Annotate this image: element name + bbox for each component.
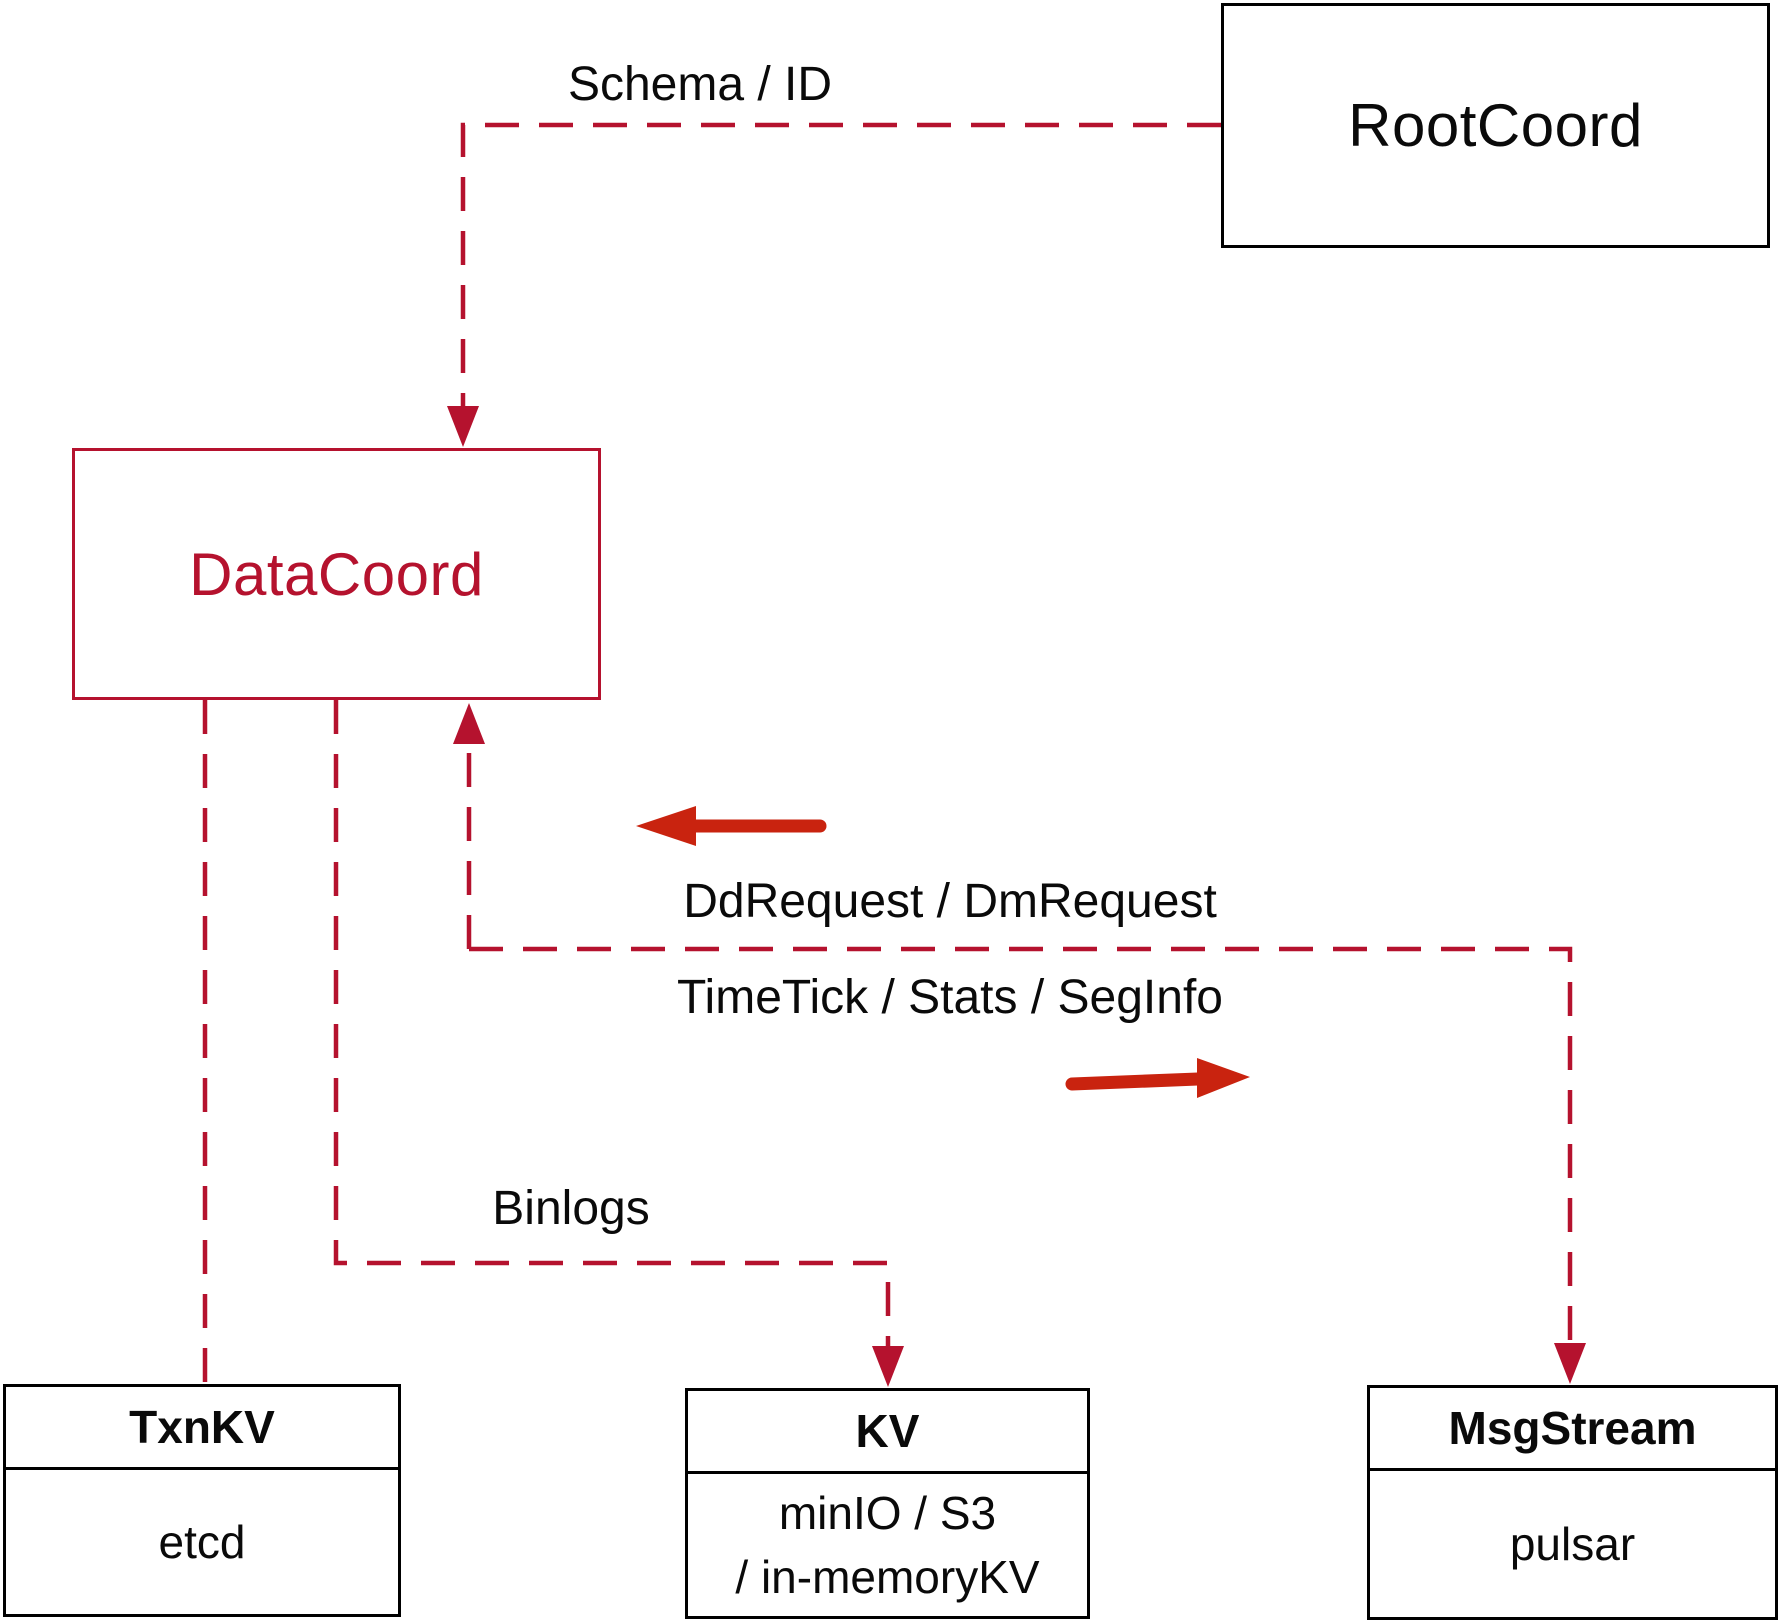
schema-id-edge-label: Schema / ID: [567, 58, 833, 111]
txnkv-title: TxnKV: [6, 1387, 398, 1470]
right-arrow-head-icon: [1197, 1058, 1250, 1098]
txnkv-node: TxnKV etcd: [3, 1384, 401, 1617]
txnkv-body: etcd: [158, 1515, 246, 1568]
arrowhead-down-msgstream-top-icon: [1554, 1343, 1586, 1384]
ddrequest-dmrequest-edge-label: DdRequest / DmRequest: [683, 875, 1217, 928]
binlogs-edge-label: Binlogs: [492, 1182, 650, 1235]
msgstream-body: pulsar: [1509, 1517, 1636, 1570]
edge-datacoord-to-msgstream: [469, 946, 1573, 1347]
edge-rootcoord-to-datacoord: [460, 122, 1221, 410]
arrowhead-down-datacoord-top-icon: [447, 406, 479, 447]
kv-body-line-2: / in-memoryKV: [735, 1551, 1040, 1603]
timetick-stats-seginfo-edge-label: TimeTick / Stats / SegInfo: [677, 971, 1223, 1024]
msgstream-title: MsgStream: [1370, 1388, 1775, 1471]
kv-body-line-1: minIO / S3: [778, 1486, 997, 1539]
edge-datacoord-to-kv: [333, 700, 891, 1350]
right-arrow-shaft-icon: [1065, 1072, 1205, 1091]
arrowhead-down-kv-top-icon: [872, 1346, 904, 1387]
arrowhead-up-datacoord-bottom-icon: [453, 703, 485, 744]
kv-node: KV minIO / S3 / in-memoryKV: [685, 1388, 1090, 1619]
kv-title: KV: [688, 1391, 1087, 1474]
left-arrow-head-icon: [636, 806, 696, 846]
rootcoord-label: RootCoord: [1348, 92, 1643, 159]
datacoord-node: DataCoord: [72, 448, 601, 700]
msgstream-node: MsgStream pulsar: [1367, 1385, 1778, 1620]
rootcoord-node: RootCoord: [1221, 3, 1770, 248]
datacoord-label: DataCoord: [189, 540, 484, 608]
